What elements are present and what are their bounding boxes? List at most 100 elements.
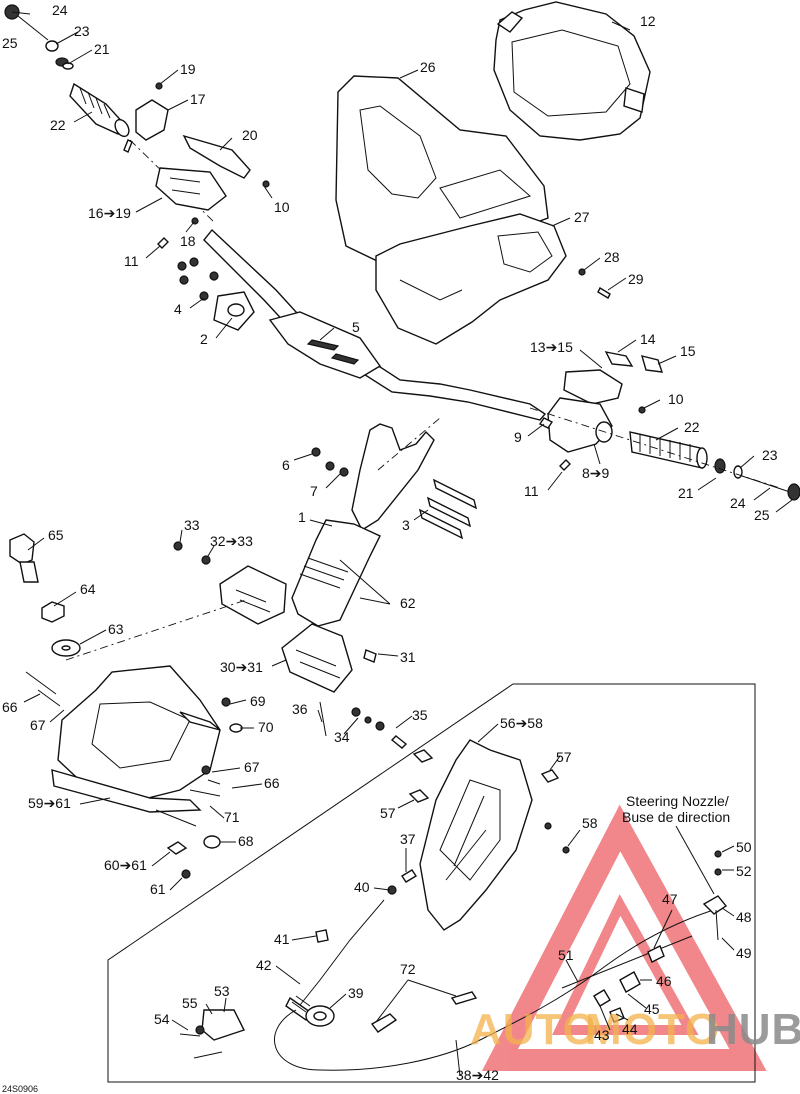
label-12: 12 [640,13,656,29]
watermark-logo [481,804,767,1071]
label-18: 18 [180,233,196,249]
lower-assembly-frame [107,683,756,1083]
label-72: 72 [400,961,416,977]
label-46: 46 [656,973,672,989]
steering-cable [179,825,728,1071]
label-3: 3 [402,517,410,533]
label-25: 25 [2,35,18,51]
label-38-42: 38➔42 [456,1067,499,1083]
label-41: 41 [274,931,290,947]
label-24-right: 24 [730,495,746,511]
label-43: 43 [594,1027,610,1043]
label-40: 40 [354,879,370,895]
watermark-part3: HUB [706,1005,800,1054]
label-64: 64 [80,581,96,597]
steering-nozzle-note: Steering Nozzle/ Buse de direction [622,793,730,825]
label-63: 63 [108,621,124,637]
label-20: 20 [242,127,258,143]
label-58: 58 [582,815,598,831]
label-28: 28 [604,249,620,265]
label-56-58: 56➔58 [500,715,543,731]
label-21: 21 [94,41,110,57]
label-69: 69 [250,693,266,709]
label-4: 4 [174,301,182,317]
label-26: 26 [420,59,436,75]
label-14: 14 [640,331,656,347]
bracket-56-58 [408,739,570,931]
label-57: 57 [556,749,572,765]
label-53: 53 [214,983,230,999]
label-51: 51 [558,947,574,963]
label-37: 37 [400,831,416,847]
label-48: 48 [736,909,752,925]
label-30-31: 30➔31 [220,659,263,675]
nozzle-note-line2: Buse de direction [622,809,730,825]
label-1: 1 [298,509,306,525]
label-31: 31 [400,649,416,665]
label-17: 17 [190,91,206,107]
label-66-lower: 66 [264,775,280,791]
label-32-33: 32➔33 [210,533,253,549]
clamp-32-33 [173,541,287,625]
label-33: 33 [184,517,200,533]
steering-base [9,533,247,879]
label-47: 47 [662,891,678,907]
label-29: 29 [628,271,644,287]
label-10-right: 10 [668,391,684,407]
nozzle-note-line1: Steering Nozzle/ [626,793,729,809]
label-59-61: 59➔61 [28,795,71,811]
part-labels: 24 25 23 21 22 19 17 20 10 16➔19 18 11 1… [2,2,778,1083]
label-21-right: 21 [678,485,694,501]
label-7: 7 [310,483,318,499]
label-22: 22 [50,117,66,133]
label-61: 61 [150,881,166,897]
label-6: 6 [282,457,290,473]
label-36: 36 [292,701,308,717]
label-45: 45 [644,1001,660,1017]
label-22-right: 22 [684,419,700,435]
label-10: 10 [274,199,290,215]
label-16-19: 16➔19 [88,205,131,221]
cover-27 [375,213,611,345]
label-44: 44 [622,1021,638,1037]
steering-column [291,417,478,627]
watermark-part2: MOTO [585,1005,720,1054]
label-67-lower: 67 [244,759,260,775]
watermark-text: AUTO MOTO HUB [470,1005,800,1054]
cover-12 [493,1,651,141]
label-66: 66 [2,699,18,715]
label-55: 55 [182,995,198,1011]
label-35: 35 [412,707,428,723]
handlebar [177,228,547,421]
label-9: 9 [514,429,522,445]
label-70: 70 [258,719,274,735]
label-27: 27 [574,209,590,225]
label-52: 52 [736,863,752,879]
watermark-part1: AUTO [470,1005,598,1054]
label-19: 19 [180,61,196,77]
label-57-lower: 57 [380,805,396,821]
label-68: 68 [238,833,254,849]
label-15: 15 [680,343,696,359]
label-34: 34 [334,729,350,745]
label-39: 39 [348,985,364,1001]
label-42: 42 [256,957,272,973]
label-67: 67 [30,717,46,733]
label-54: 54 [154,1011,170,1027]
right-grip-group [529,351,800,501]
label-23: 23 [74,23,90,39]
label-60-61: 60➔61 [104,857,147,873]
label-8-9: 8➔9 [582,465,610,481]
label-62: 62 [400,595,416,611]
label-13-15: 13➔15 [530,339,573,355]
label-23-right: 23 [762,447,778,463]
leader-lines [11,11,793,1077]
diagram-code: 24S0906 [2,1084,38,1094]
label-25-right: 25 [754,507,770,523]
label-50: 50 [736,839,752,855]
label-49: 49 [736,945,752,961]
left-grip-group [4,4,270,249]
label-5: 5 [352,319,360,335]
label-24: 24 [52,2,68,18]
